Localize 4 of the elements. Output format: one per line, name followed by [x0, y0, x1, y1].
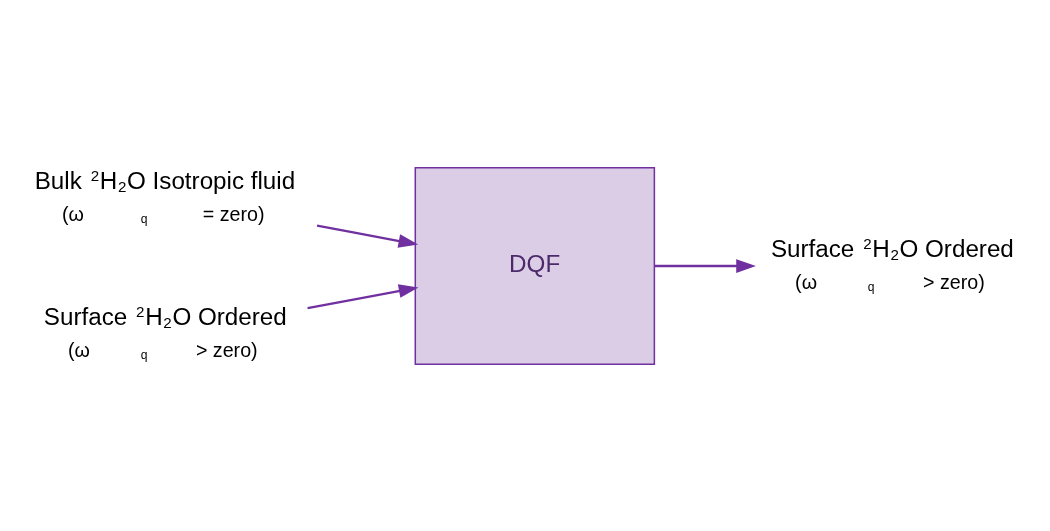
- arrow: [654, 258, 756, 273]
- arrow: [316, 224, 419, 248]
- node-box: DQF: [414, 166, 656, 365]
- arrow: [307, 283, 419, 309]
